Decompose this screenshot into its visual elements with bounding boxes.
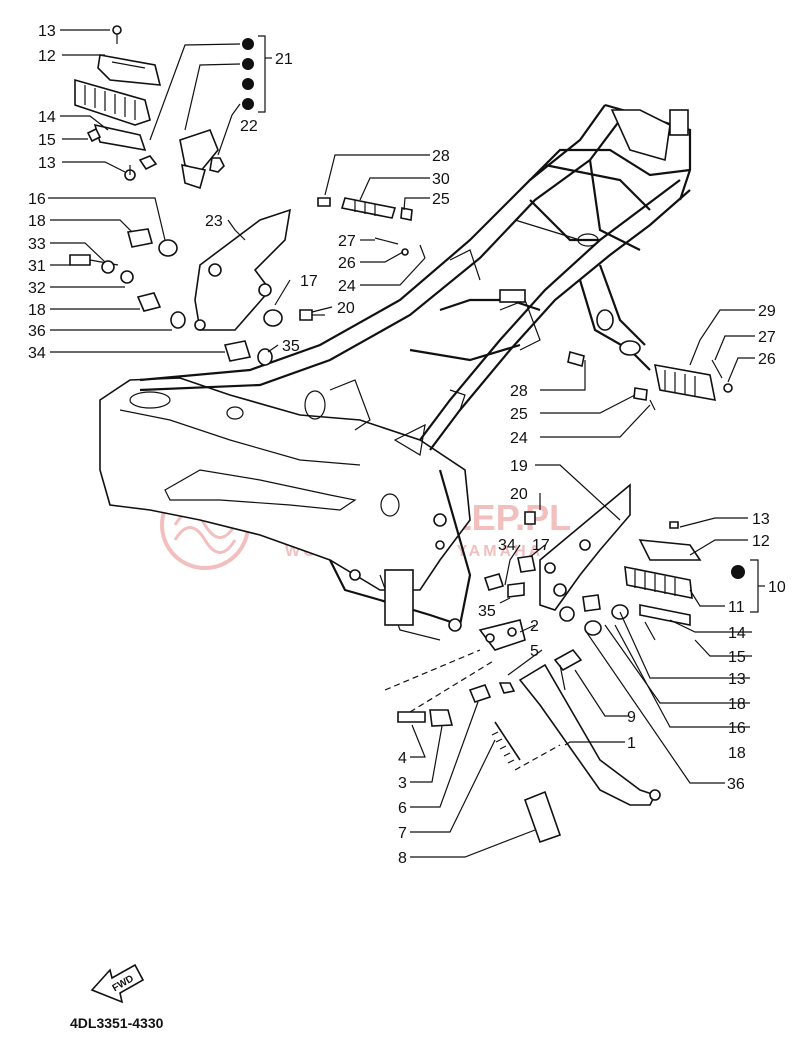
callout-32: 32 <box>28 280 46 297</box>
callout-36: 36 <box>28 323 46 340</box>
callout-13: 13 <box>38 23 56 40</box>
sidestand-assembly <box>384 619 661 844</box>
callout-12: 12 <box>38 48 56 65</box>
callout-33: 33 <box>28 236 46 253</box>
callout-25: 25 <box>510 406 528 423</box>
upper-left-parts <box>69 25 426 366</box>
callout-7: 7 <box>398 825 407 842</box>
callout-20: 20 <box>510 486 528 503</box>
callout-24: 24 <box>338 278 356 295</box>
callout-35: 35 <box>478 603 496 620</box>
callout-31: 31 <box>28 258 46 275</box>
callout-28: 28 <box>510 383 528 400</box>
callout-17: 17 <box>532 537 550 554</box>
callout-6: 6 <box>398 800 407 817</box>
callout-27: 27 <box>758 329 776 346</box>
callout-26: 26 <box>758 351 776 368</box>
fwd-arrow-icon: FWD <box>90 963 145 1004</box>
callout-18: 18 <box>28 302 46 319</box>
main-frame <box>99 103 692 641</box>
callout-29: 29 <box>758 303 776 320</box>
callout-16: 16 <box>28 191 46 208</box>
callout-16: 16 <box>728 720 746 737</box>
callout-27: 27 <box>338 233 356 250</box>
callout-22: 22 <box>240 118 258 135</box>
callout-13: 13 <box>38 155 56 172</box>
callout-35: 35 <box>282 338 300 355</box>
callout-24: 24 <box>510 430 528 447</box>
callout-2: 2 <box>530 618 539 635</box>
callout-20: 20 <box>337 300 355 317</box>
callout-26: 26 <box>338 255 356 272</box>
callout-17: 17 <box>300 273 318 290</box>
callout-14: 14 <box>728 625 746 642</box>
callout-1: 1 <box>627 735 636 752</box>
callout-36: 36 <box>727 776 745 793</box>
callout-8: 8 <box>398 850 407 867</box>
callout-13: 13 <box>752 511 770 528</box>
callout-34: 34 <box>28 345 46 362</box>
callout-28: 28 <box>432 148 450 165</box>
callout-5: 5 <box>530 643 539 660</box>
right-side-parts <box>483 350 765 641</box>
callout-12: 12 <box>752 533 770 550</box>
callout-21: 21 <box>275 51 293 68</box>
callout-13: 13 <box>728 671 746 688</box>
leader-lines <box>48 29 755 858</box>
callout-18: 18 <box>728 745 746 762</box>
callout-34: 34 <box>498 537 516 554</box>
callout-18: 18 <box>28 213 46 230</box>
callout-19: 19 <box>510 458 528 475</box>
callout-18: 18 <box>728 696 746 713</box>
callout-11: 11 <box>728 599 745 616</box>
callout-15: 15 <box>728 649 746 666</box>
callout-25: 25 <box>432 191 450 208</box>
callout-23: 23 <box>205 213 223 230</box>
callout-14: 14 <box>38 109 56 126</box>
callout-30: 30 <box>432 171 450 188</box>
callout-3: 3 <box>398 775 407 792</box>
diagram-code: 4DL3351-4330 <box>70 1015 164 1031</box>
callout-9: 9 <box>627 709 636 726</box>
callout-labels: 13 12 21 14 15 13 22 16 18 33 31 32 18 3… <box>28 23 786 867</box>
callout-15: 15 <box>38 132 56 149</box>
callout-10: 10 <box>768 579 786 596</box>
callout-4: 4 <box>398 750 407 767</box>
